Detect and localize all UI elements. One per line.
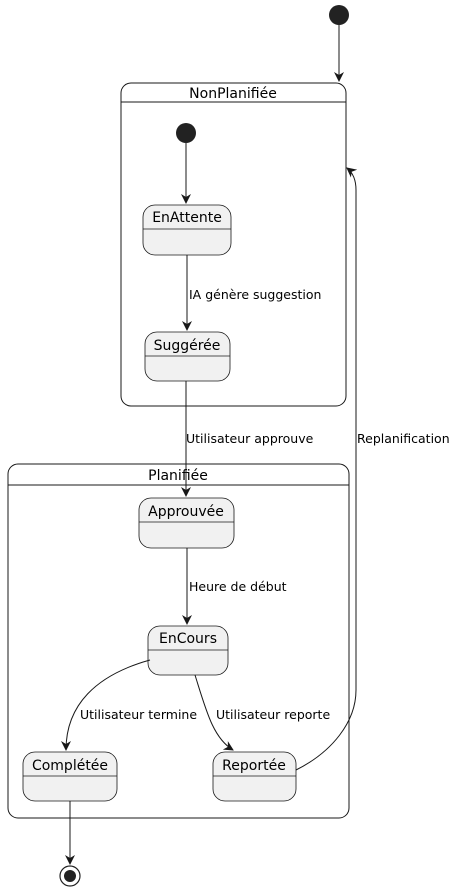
edge-label-heure-debut: Heure de début — [189, 579, 287, 594]
edge-label-utilisateur-termine: Utilisateur termine — [80, 707, 197, 722]
state-approuvee: Approuvée — [138, 497, 235, 549]
state-en-attente: EnAttente — [142, 204, 232, 256]
composite-non-planifiee-frame — [120, 82, 347, 407]
state-completee: Complétée — [22, 751, 118, 802]
state-en-cours: EnCours — [147, 625, 229, 676]
state-suggeree-label: Suggérée — [154, 338, 221, 354]
initial-state-top — [329, 5, 349, 25]
composite-non-planifiee: NonPlanifiée — [120, 82, 347, 407]
state-en-attente-label: EnAttente — [152, 210, 222, 226]
state-reportee-label: Reportée — [222, 758, 286, 774]
state-suggeree: Suggérée — [144, 331, 231, 382]
state-completee-label: Complétée — [32, 758, 108, 774]
edge-label-utilisateur-reporte: Utilisateur reporte — [216, 707, 330, 722]
edge-reportee-to-non-planifiee — [295, 167, 358, 771]
edge-label-utilisateur-approuve: Utilisateur approuve — [186, 431, 314, 446]
edge-label-ia-genere: IA génère suggestion — [189, 287, 321, 302]
composite-non-planifiee-title: NonPlanifiée — [189, 86, 277, 102]
edge-en-cours-to-completee — [61, 659, 151, 751]
edge-en-cours-to-reportee — [194, 674, 234, 751]
composite-planifiee-title: Planifiée — [148, 468, 208, 484]
edge-label-replanification: Replanification — [357, 431, 450, 446]
state-approuvee-label: Approuvée — [148, 504, 224, 520]
final-state — [59, 865, 81, 887]
initial-state-inner — [176, 123, 196, 143]
state-reportee: Reportée — [212, 751, 297, 802]
state-en-cours-label: EnCours — [159, 631, 217, 647]
